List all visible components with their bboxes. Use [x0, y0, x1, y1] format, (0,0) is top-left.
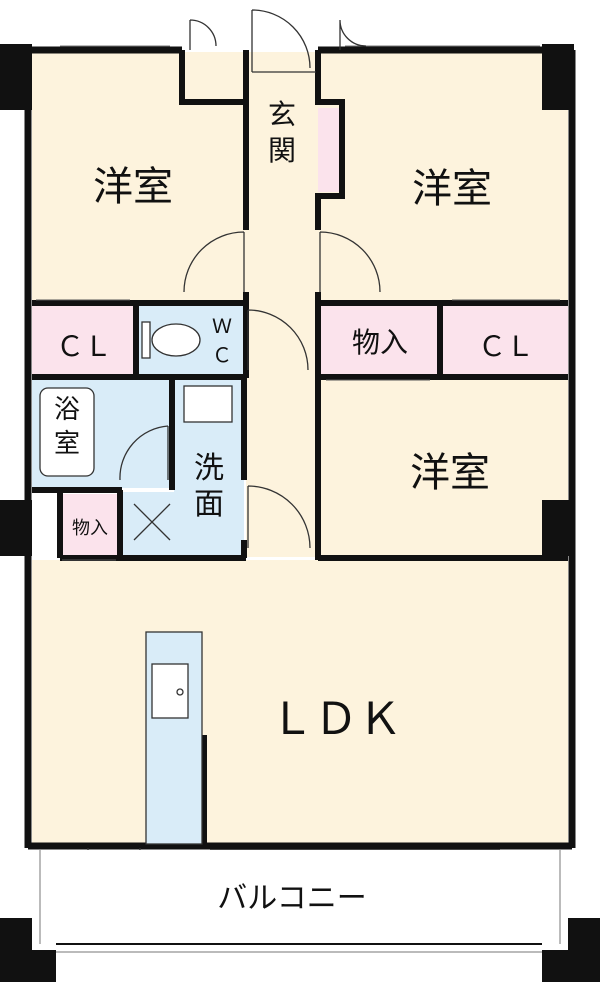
- western-room-middle-right-floor: [320, 378, 568, 558]
- closet-right-label: ＣＬ: [478, 330, 534, 363]
- entrance-floor: [250, 82, 316, 190]
- sliding-marks: [36, 299, 560, 561]
- ldk-label: ＬＤＫ: [270, 694, 402, 745]
- interior-walls: [32, 50, 568, 846]
- washing-machine-area: [133, 503, 171, 541]
- bath-label-2: 室: [54, 429, 80, 459]
- western-room-top-right-label: 洋室: [412, 166, 492, 212]
- toilet-c-label: Ｃ: [212, 343, 232, 367]
- closet-right-floor: [442, 306, 568, 374]
- laundry-floor: [120, 492, 176, 556]
- outer-walls: [24, 46, 576, 850]
- balcony-label: バルコニー: [217, 881, 366, 916]
- closet-left-label: ＣＬ: [56, 330, 112, 363]
- storage-small-label: 物入: [72, 518, 108, 539]
- ldk-floor: [32, 560, 568, 844]
- kitchen-counter: [145, 631, 203, 845]
- balcony: [32, 850, 568, 953]
- western-room-top-left-floor: [32, 52, 246, 302]
- storage-small-floor: [62, 494, 118, 556]
- washroom-label-1: 洗: [194, 451, 224, 486]
- western-room-top-left-label: 洋室: [93, 164, 173, 210]
- entrance-label-2: 関: [268, 134, 296, 167]
- storage-top-floor: [320, 306, 438, 374]
- bathtub: [39, 387, 95, 477]
- toilet-w-label: Ｗ: [212, 314, 232, 338]
- entrance-label-1: 玄: [268, 98, 296, 131]
- entrance-step: [318, 108, 342, 192]
- wash-basin: [183, 385, 233, 423]
- toilet-fixture: [141, 321, 201, 359]
- storage-top-label: 物入: [352, 326, 408, 359]
- western-room-top-right-floor: [318, 52, 568, 302]
- closet-left-floor: [32, 306, 134, 374]
- washroom-label-2: 面: [194, 487, 224, 522]
- bath-label-1: 浴: [54, 395, 80, 425]
- western-room-middle-right-label: 洋室: [410, 450, 490, 496]
